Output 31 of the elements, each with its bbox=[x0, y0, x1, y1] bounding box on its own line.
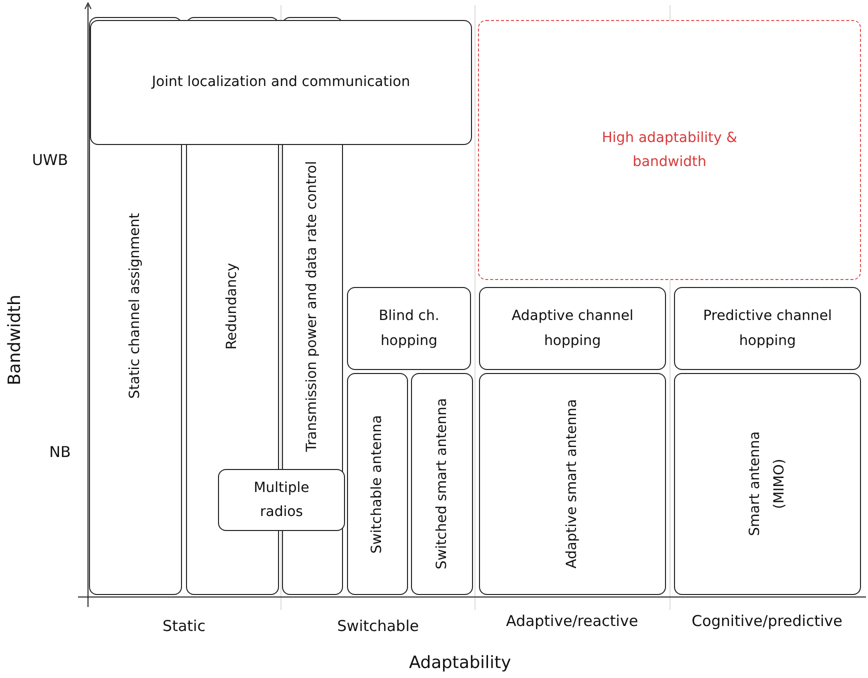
box-label: Switchable antenna bbox=[368, 414, 386, 554]
box-label: Static channel assignment bbox=[126, 213, 144, 399]
box-label: Joint localization and communication bbox=[152, 73, 410, 92]
box-label: Redundancy bbox=[223, 262, 242, 350]
tick-label: Static bbox=[162, 617, 206, 635]
box-label: Multiple radios bbox=[252, 478, 310, 522]
box-label: Smart antenna (MIMO) bbox=[746, 430, 788, 538]
technique-box bbox=[411, 373, 473, 595]
technique-box bbox=[218, 469, 345, 531]
technique-box bbox=[479, 287, 666, 370]
axis-title: Bandwidth bbox=[5, 294, 25, 386]
tick-label: Switchable bbox=[337, 617, 419, 635]
box-label: Switched smart antenna bbox=[432, 398, 451, 570]
box-label: Adaptive smart antenna bbox=[563, 399, 582, 569]
highlight-region bbox=[478, 20, 861, 280]
tick-label: Cognitive/predictive bbox=[692, 612, 842, 630]
tick-label: UWB bbox=[32, 151, 68, 169]
tick-label: NB bbox=[49, 443, 71, 461]
box-label: Adaptive channel hopping bbox=[510, 307, 634, 350]
box-label: Blind ch. hopping bbox=[378, 307, 440, 350]
box-label: Transmission power and data rate control bbox=[303, 160, 322, 452]
technique-box bbox=[347, 287, 471, 370]
tick-label: Adaptive/reactive bbox=[506, 612, 638, 630]
technique-box bbox=[347, 373, 408, 595]
technique-box bbox=[674, 373, 861, 595]
box-label: Predictive channel hopping bbox=[702, 307, 833, 350]
technique-box bbox=[674, 287, 861, 370]
axis-title: Adaptability bbox=[408, 653, 512, 673]
box-label: High adaptability & bandwidth bbox=[600, 128, 738, 172]
technique-box bbox=[90, 20, 472, 145]
technique-box bbox=[479, 373, 666, 595]
